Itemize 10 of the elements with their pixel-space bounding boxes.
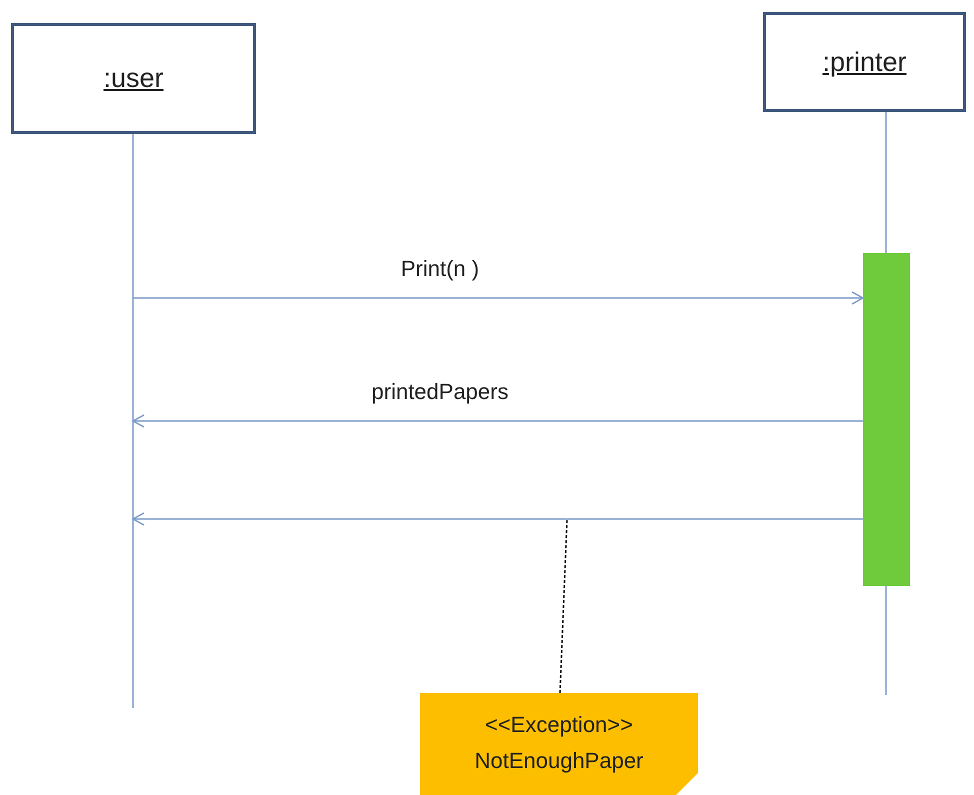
note-text: <<Exception>> [484,711,633,739]
message-arrow [132,512,863,526]
note-shape [420,693,698,795]
participant-name: :printer [822,46,907,78]
message-arrow [133,291,864,305]
participant-name: :user [103,63,164,94]
leader-line [559,520,568,694]
message-arrow [132,414,863,428]
activation-bar [863,253,910,586]
note-text: NotEnoughPaper [474,747,644,775]
